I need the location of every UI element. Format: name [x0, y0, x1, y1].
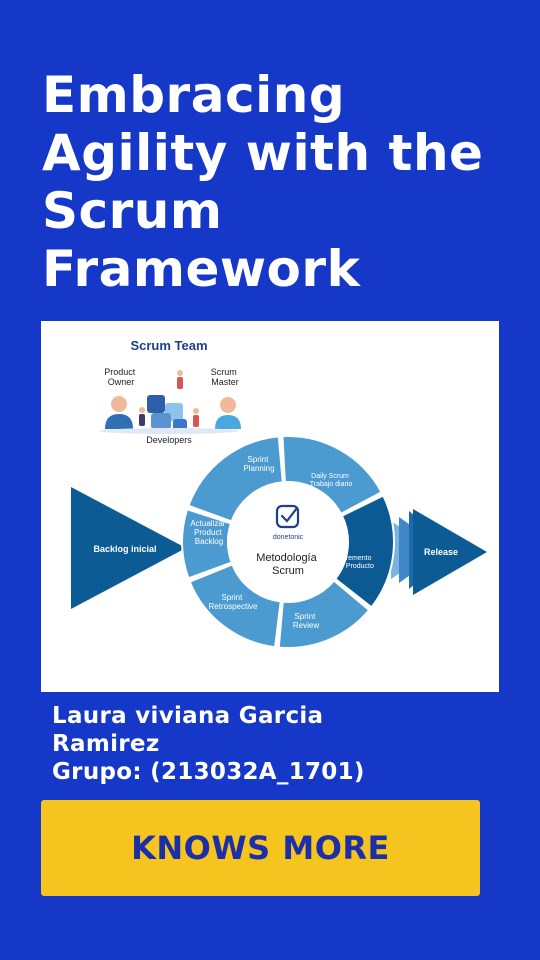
product-owner-head	[111, 396, 127, 412]
product-owner-body	[105, 414, 133, 429]
developer-body	[139, 414, 145, 426]
center-title: Metodología Scrum	[256, 552, 320, 577]
release-arrow	[413, 509, 487, 595]
segment-incremento	[333, 494, 395, 609]
team-illustration	[99, 370, 241, 434]
puzzle-piece	[147, 395, 165, 413]
developer-head	[177, 370, 183, 376]
segment-label-sprint-retrospective: Sprint Retrospective	[209, 593, 258, 611]
scrum-cycle	[181, 435, 395, 649]
developers-label: Developers	[146, 435, 192, 445]
segment-label-daily-scrum: Daily Scrum Trabajo diario	[310, 473, 353, 488]
author-name-line1: Laura viviana Garcia	[52, 703, 324, 729]
scrum-master-head	[220, 397, 236, 413]
ground-shadow	[99, 428, 239, 434]
scrum-master-label: Scrum Master	[211, 367, 240, 387]
scrum-diagram: Scrum Team Product Owner Scrum Master	[41, 321, 499, 692]
segment-label-sprint-review: Sprint Review	[293, 612, 319, 630]
center-circle	[236, 490, 340, 594]
backlog-arrow	[71, 487, 186, 609]
segment-sprint-retrospective	[188, 563, 282, 649]
title-line: Agility with the	[42, 124, 484, 182]
developer-body	[177, 377, 183, 389]
page-title: Embracing Agility with the Scrum Framewo…	[42, 66, 512, 298]
scrum-master-body	[215, 415, 241, 429]
product-owner-label: Product Owner	[104, 367, 138, 387]
developer-head	[193, 408, 199, 414]
segment-daily-scrum	[281, 435, 383, 516]
backlog-label: Backlog inicial	[93, 544, 156, 554]
knows-more-button[interactable]: KNOWS MORE	[41, 800, 480, 896]
segment-label-incremento: Incremento de Producto	[336, 555, 374, 570]
segment-sprint-planning	[187, 435, 284, 523]
checkmark-tick	[280, 506, 299, 523]
author-block: Laura viviana Garcia Ramirez Grupo: (213…	[52, 702, 492, 786]
brand-label: donetonic	[273, 534, 304, 541]
author-group: Grupo: (213032A_1701)	[52, 759, 365, 785]
puzzle-piece	[173, 419, 187, 431]
developer-body	[193, 415, 199, 427]
developer-head	[139, 407, 145, 413]
author-name-line2: Ramirez	[52, 731, 160, 757]
title-line: Scrum	[42, 182, 223, 240]
segment-label-actualizar: Actualizar Product Backlog	[190, 519, 227, 546]
segment-sprint-review	[277, 579, 371, 649]
title-line: Embracing	[42, 66, 346, 124]
scrum-team-title: Scrum Team	[130, 338, 207, 353]
segment-label-sprint-planning: Sprint Planning	[243, 455, 274, 473]
release-label: Release	[424, 547, 458, 557]
checkmark-icon	[275, 504, 300, 529]
scrum-diagram-svg: Scrum Team Product Owner Scrum Master	[71, 338, 487, 649]
segment-actualizar	[181, 507, 233, 580]
puzzle-piece	[151, 413, 171, 429]
title-line: Framework	[42, 240, 361, 298]
